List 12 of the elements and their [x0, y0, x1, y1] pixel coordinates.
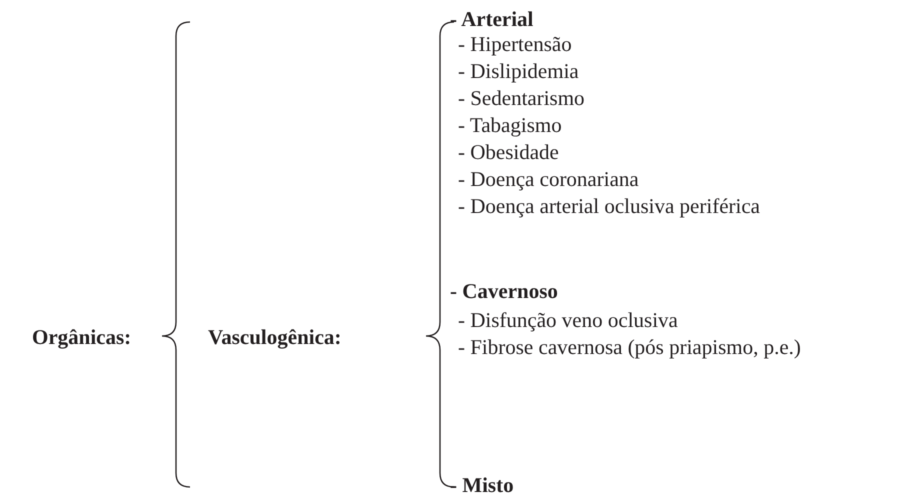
list-item: - Doença arterial oclusiva periférica: [458, 193, 760, 219]
list-item: - Sedentarismo: [458, 85, 585, 111]
list-item: - Fibrose cavernosa (pós priapismo, p.e.): [458, 334, 802, 360]
list-item: - Disfunção veno oclusiva: [458, 307, 678, 333]
category-label: Orgânicas:: [32, 324, 132, 350]
list-item: - Hipertensão: [458, 31, 572, 57]
list-item: - Obesidade: [458, 139, 559, 165]
list-item: - Doença coronariana: [458, 166, 639, 192]
category-label: Vasculogênica:: [208, 324, 342, 350]
list-item: - Tabagismo: [458, 112, 562, 138]
subgroup-heading: - Cavernoso: [450, 278, 558, 304]
list-item: - Dislipidemia: [458, 58, 579, 84]
